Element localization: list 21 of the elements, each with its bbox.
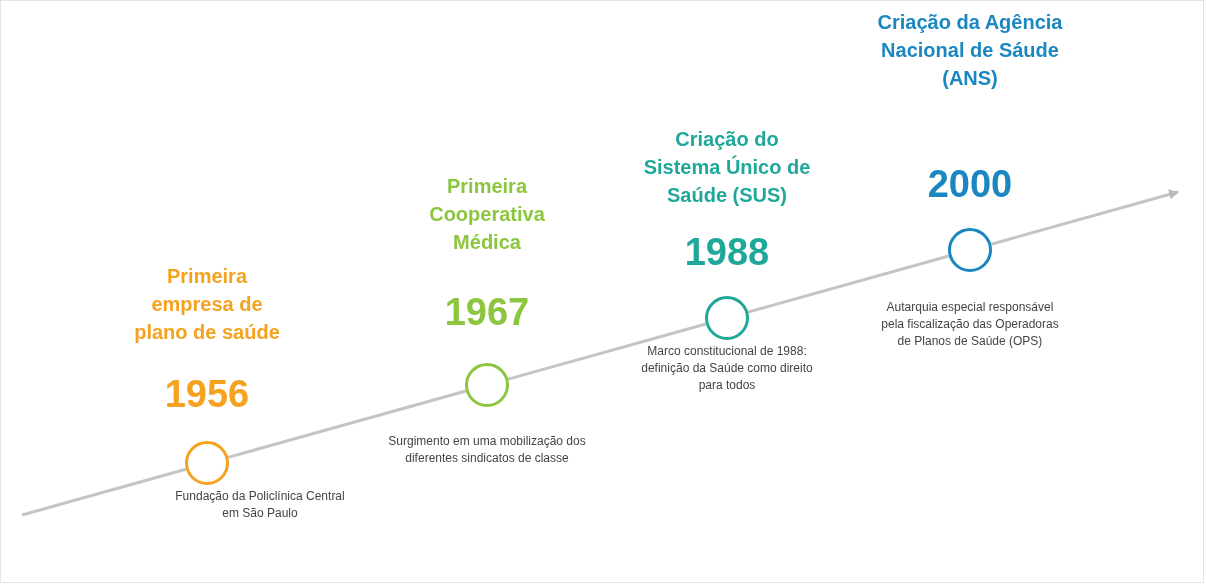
milestone-year: 2000	[926, 162, 1014, 206]
milestone-description: Fundação da Policlínica Central em São Paulo	[175, 488, 345, 522]
milestone-circle	[465, 363, 509, 408]
milestone-title: Criação do Sistema Único de Saúde (SUS)	[642, 127, 812, 208]
milestone-description: Surgimento em uma mobilização dos diferentes sindicatos de classe	[387, 433, 587, 467]
timeline-line	[507, 322, 707, 381]
milestone-description: Autarquia especial responsável pela fiscalização das Operadoras de Planos de Saúde (OPS)	[880, 299, 1060, 350]
milestone-year: 1967	[443, 290, 531, 334]
timeline-line	[21, 467, 187, 517]
milestone-title: Primeira Cooperativa Médica	[428, 174, 546, 255]
milestone-circle	[948, 228, 992, 273]
timeline-line	[227, 389, 467, 459]
timeline-line	[747, 254, 950, 314]
milestone-circle	[185, 441, 229, 486]
milestone-year: 1988	[683, 230, 771, 274]
milestone-year: 1956	[163, 372, 251, 416]
milestone-description: Marco constitucional de 1988: definição da Saúde como direito para todos	[640, 343, 814, 394]
timeline-arrow	[990, 189, 1179, 246]
milestone-circle	[705, 296, 749, 340]
milestone-title: Criação da Agência Nacional de Sáude (ANS)	[876, 10, 1064, 91]
milestone-title: Primeira empresa de plano de saúde	[133, 264, 281, 345]
